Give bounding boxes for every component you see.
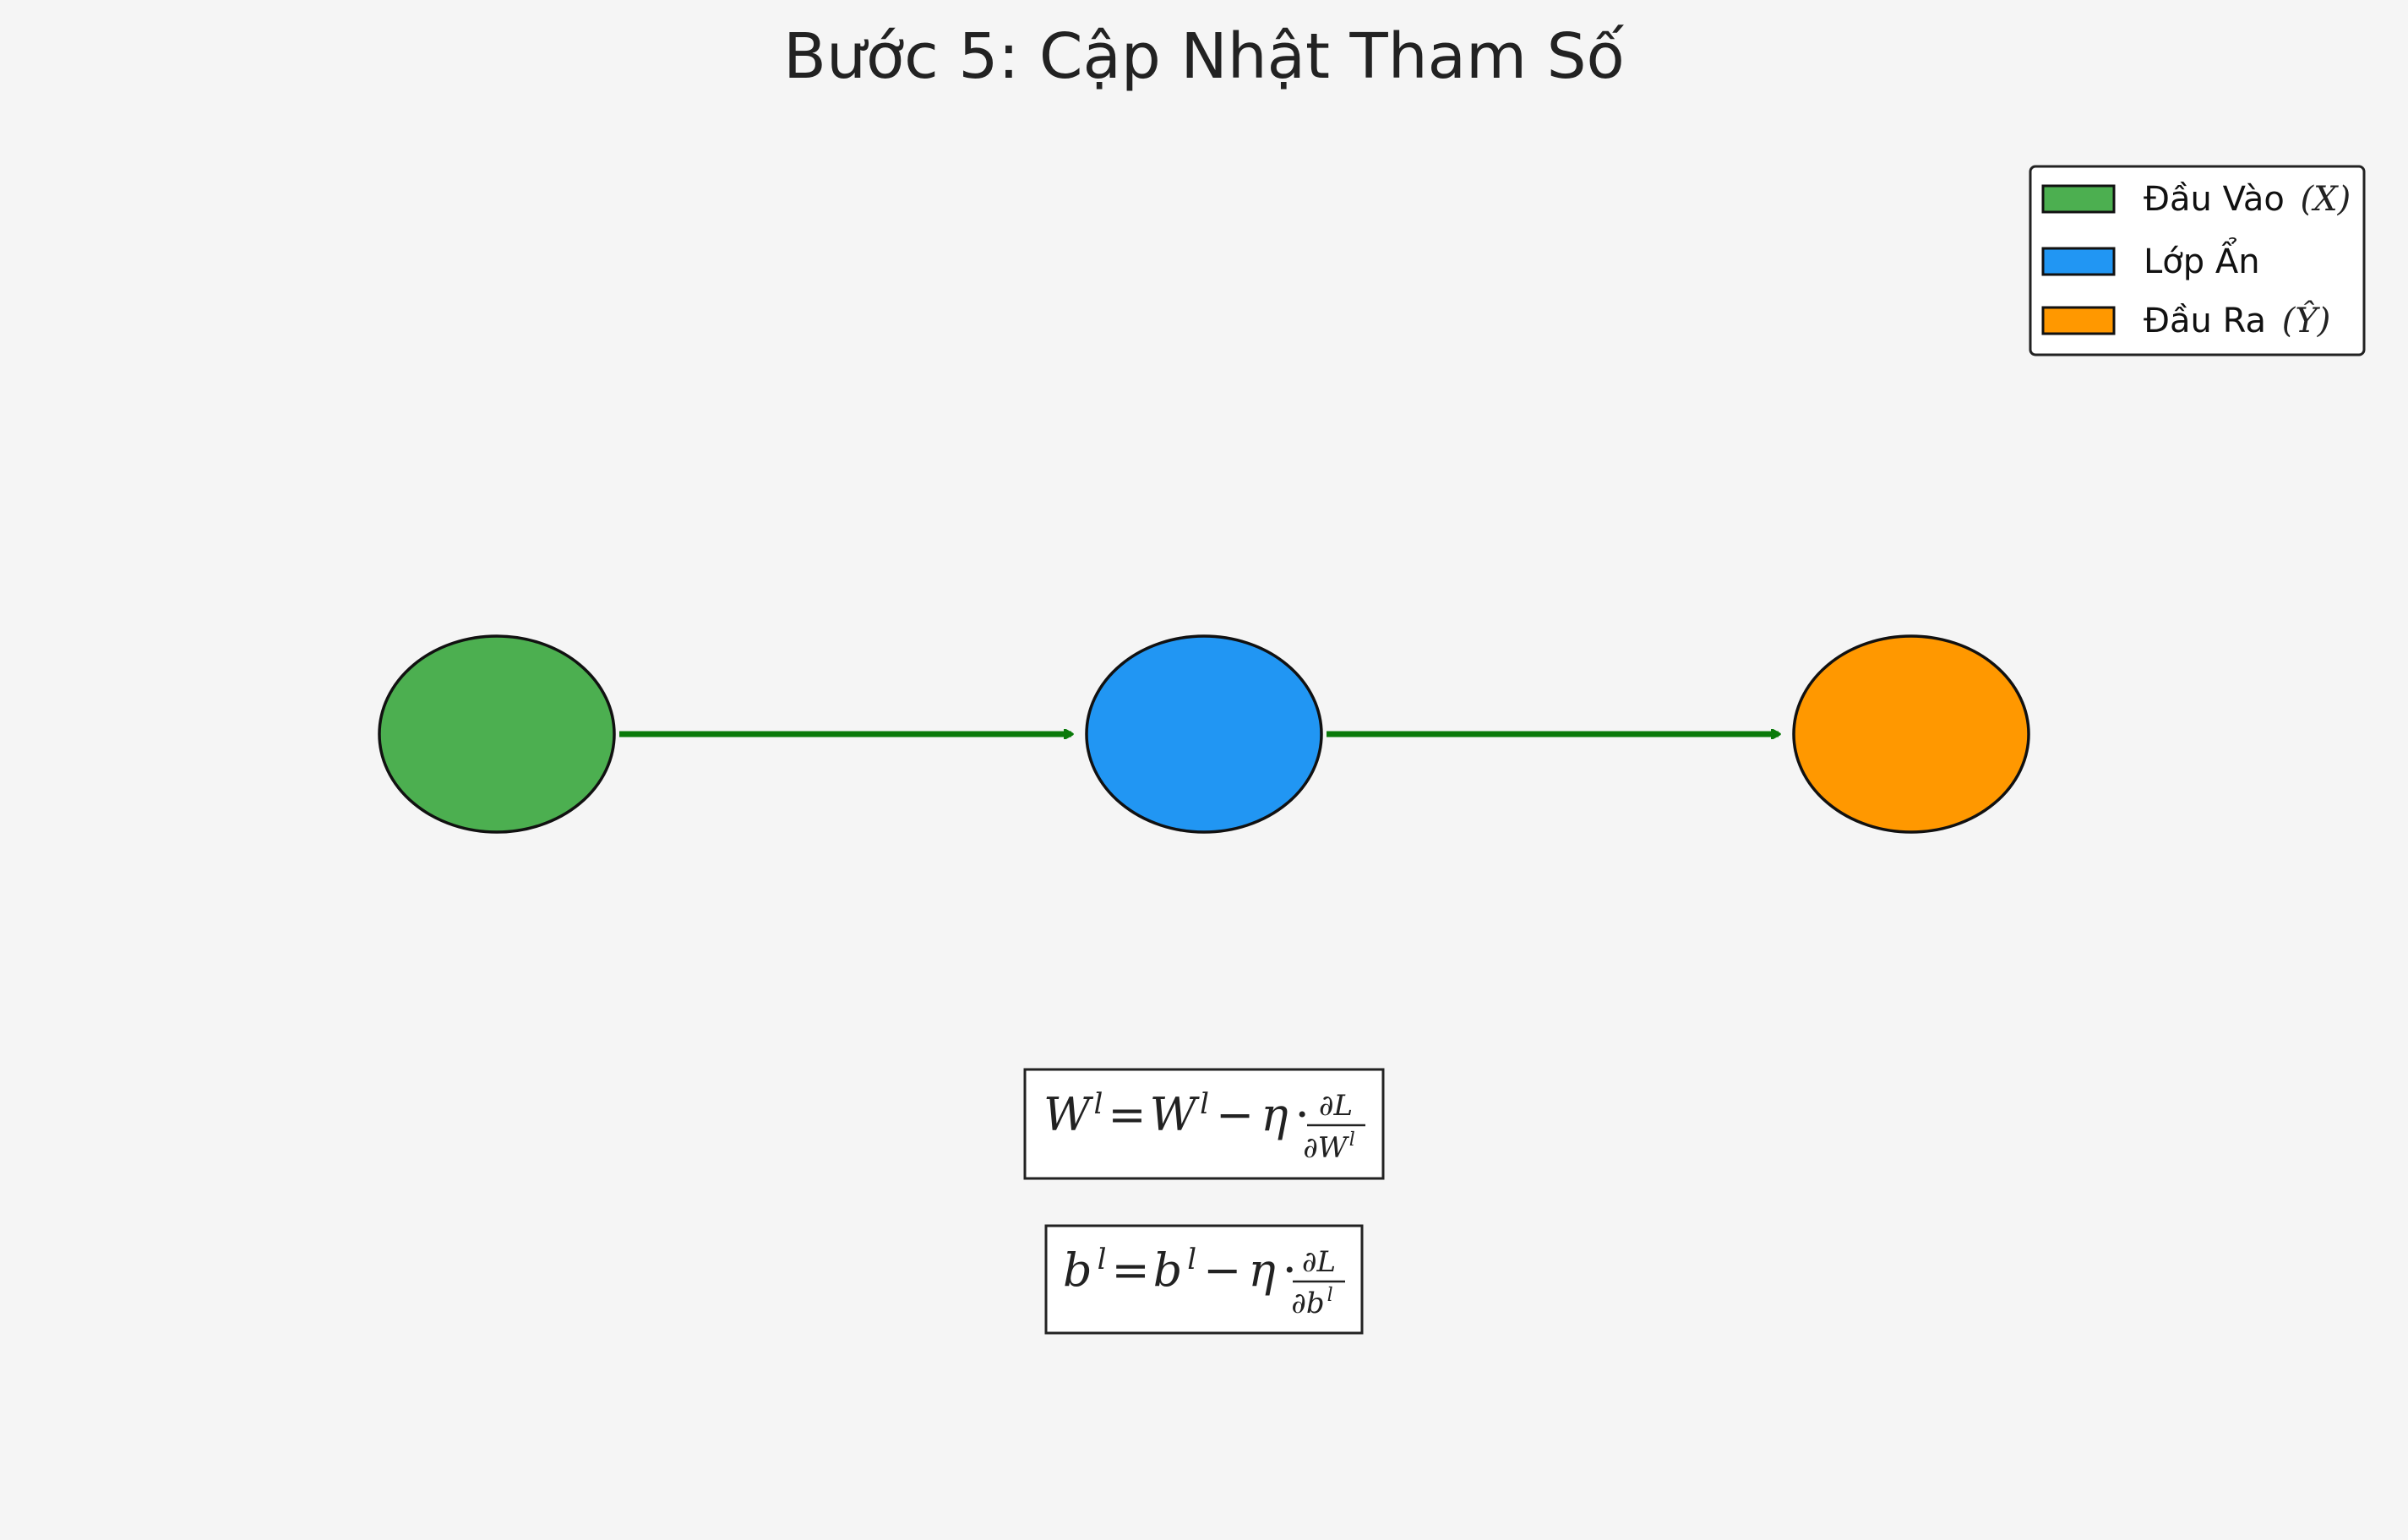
- weight-lhs: W: [1043, 1088, 1094, 1141]
- legend-label-output: Đầu Ra: [2144, 302, 2266, 340]
- svg-text:∂bl: ∂bl: [1291, 1285, 1332, 1320]
- bias-dot: ·: [1283, 1243, 1297, 1297]
- weight-learning-rate: η: [1261, 1088, 1288, 1141]
- input-node: [378, 634, 616, 834]
- bias-learning-rate: η: [1248, 1243, 1275, 1297]
- legend-label-hidden: Lớp Ẩn: [2144, 237, 2260, 281]
- bias-rhs-superscript: l: [1187, 1243, 1196, 1276]
- bias-formula-box: [1044, 1224, 1364, 1335]
- weight-gradient-denominator-superscript: l: [1349, 1129, 1355, 1151]
- legend-item-input: Đầu Vào (X): [2041, 180, 2351, 219]
- weight-minus: −: [1216, 1088, 1254, 1141]
- weight-lhs-superscript: l: [1094, 1087, 1103, 1121]
- legend-label-input: Đầu Vào: [2144, 180, 2285, 219]
- legend-swatch-input: [2041, 184, 2116, 214]
- weight-gradient-denominator: ∂W: [1303, 1131, 1350, 1165]
- weight-rhs-superscript: l: [1200, 1087, 1209, 1121]
- bias-gradient-denominator: ∂b: [1291, 1287, 1324, 1320]
- legend-item-output: Đầu Ra (Ŷ): [2041, 301, 2330, 340]
- weight-dot: ·: [1295, 1088, 1310, 1141]
- legend-swatch-output: [2041, 306, 2116, 335]
- svg-text:Đầu Ra (Ŷ): Đầu Ra (Ŷ): [2144, 301, 2330, 340]
- svg-text:Wl=Wl−η·: Wl=Wl−η·: [1043, 1087, 1310, 1141]
- legend-item-hidden: Lớp Ẩn: [2041, 237, 2260, 281]
- svg-text:Đầu Vào (X): Đầu Vào (X): [2144, 180, 2351, 219]
- weight-rhs: W: [1150, 1088, 1201, 1141]
- weight-gradient-numerator: ∂L: [1319, 1089, 1353, 1123]
- output-node: [1792, 634, 2030, 834]
- hidden-node: [1085, 634, 1323, 834]
- bias-lhs-superscript: l: [1098, 1243, 1107, 1276]
- legend-symbol-output: Ŷ: [2295, 301, 2320, 340]
- bias-gradient-numerator: ∂L: [1302, 1245, 1336, 1279]
- svg-text:Lớp Ẩn: Lớp Ẩn: [2144, 237, 2260, 281]
- weight-equals: =: [1108, 1088, 1146, 1141]
- svg-text:∂Wl: ∂Wl: [1303, 1129, 1355, 1165]
- bias-lhs: b: [1063, 1243, 1092, 1297]
- bias-equals: =: [1111, 1243, 1149, 1297]
- legend: Đầu Vào (X) Lớp Ẩn Đầu Ra (Ŷ): [2029, 165, 2366, 356]
- diagram-title: Bước 5: Cập Nhật Tham Số: [783, 20, 1625, 93]
- bias-minus: −: [1203, 1243, 1241, 1297]
- svg-text:bl=bl−η·: bl=bl−η·: [1063, 1243, 1297, 1297]
- legend-swatch-hidden: [2041, 247, 2116, 276]
- weight-formula-box: [1023, 1068, 1385, 1180]
- bias-rhs: b: [1153, 1243, 1183, 1297]
- legend-symbol-input: X: [2311, 180, 2339, 219]
- bias-gradient-denominator-superscript: l: [1327, 1285, 1333, 1306]
